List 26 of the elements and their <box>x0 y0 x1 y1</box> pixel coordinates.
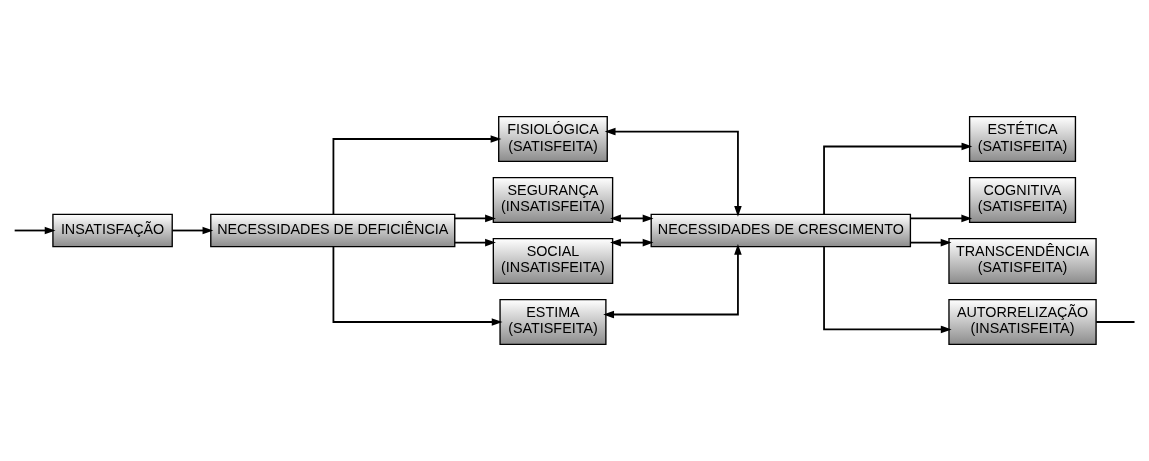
arrow <box>823 245 952 334</box>
node-box: ESTÉTICA (SATISFEITA) <box>968 115 1077 163</box>
arrow <box>171 226 214 235</box>
node-box: COGNITIVA (SATISFEITA) <box>968 176 1077 224</box>
arrow <box>823 142 973 216</box>
arrow <box>909 238 952 247</box>
arrow <box>603 244 742 319</box>
node-box: NECESSIDADES DE CRESCIMENTO <box>650 213 912 248</box>
node-box: FISIOLÓGICA (SATISFEITA) <box>498 115 608 163</box>
arrow <box>332 245 503 326</box>
arrow <box>13 226 56 235</box>
node-box: TRANSCENDÊNCIA (SATISFEITA) <box>948 237 1097 285</box>
node-box: SOCIAL (INSATISFEITA) <box>492 237 614 285</box>
node-box: SEGURANÇA (INSATISFEITA) <box>492 176 614 224</box>
node-box: AUTORRELIZAÇÃO (INSATISFEITA) <box>948 298 1097 346</box>
node-box: NECESSIDADES DE DEFICIÊNCIA <box>210 213 456 248</box>
arrow <box>453 238 496 247</box>
arrow <box>610 214 654 223</box>
arrow <box>332 135 502 216</box>
arrow <box>610 238 654 247</box>
connector <box>1095 321 1136 323</box>
node-box: INSATISFAÇÃO <box>52 213 173 248</box>
arrow <box>453 214 496 223</box>
arrow <box>909 214 973 223</box>
node-box: ESTIMA (SATISFEITA) <box>499 298 607 346</box>
arrow <box>604 127 742 217</box>
